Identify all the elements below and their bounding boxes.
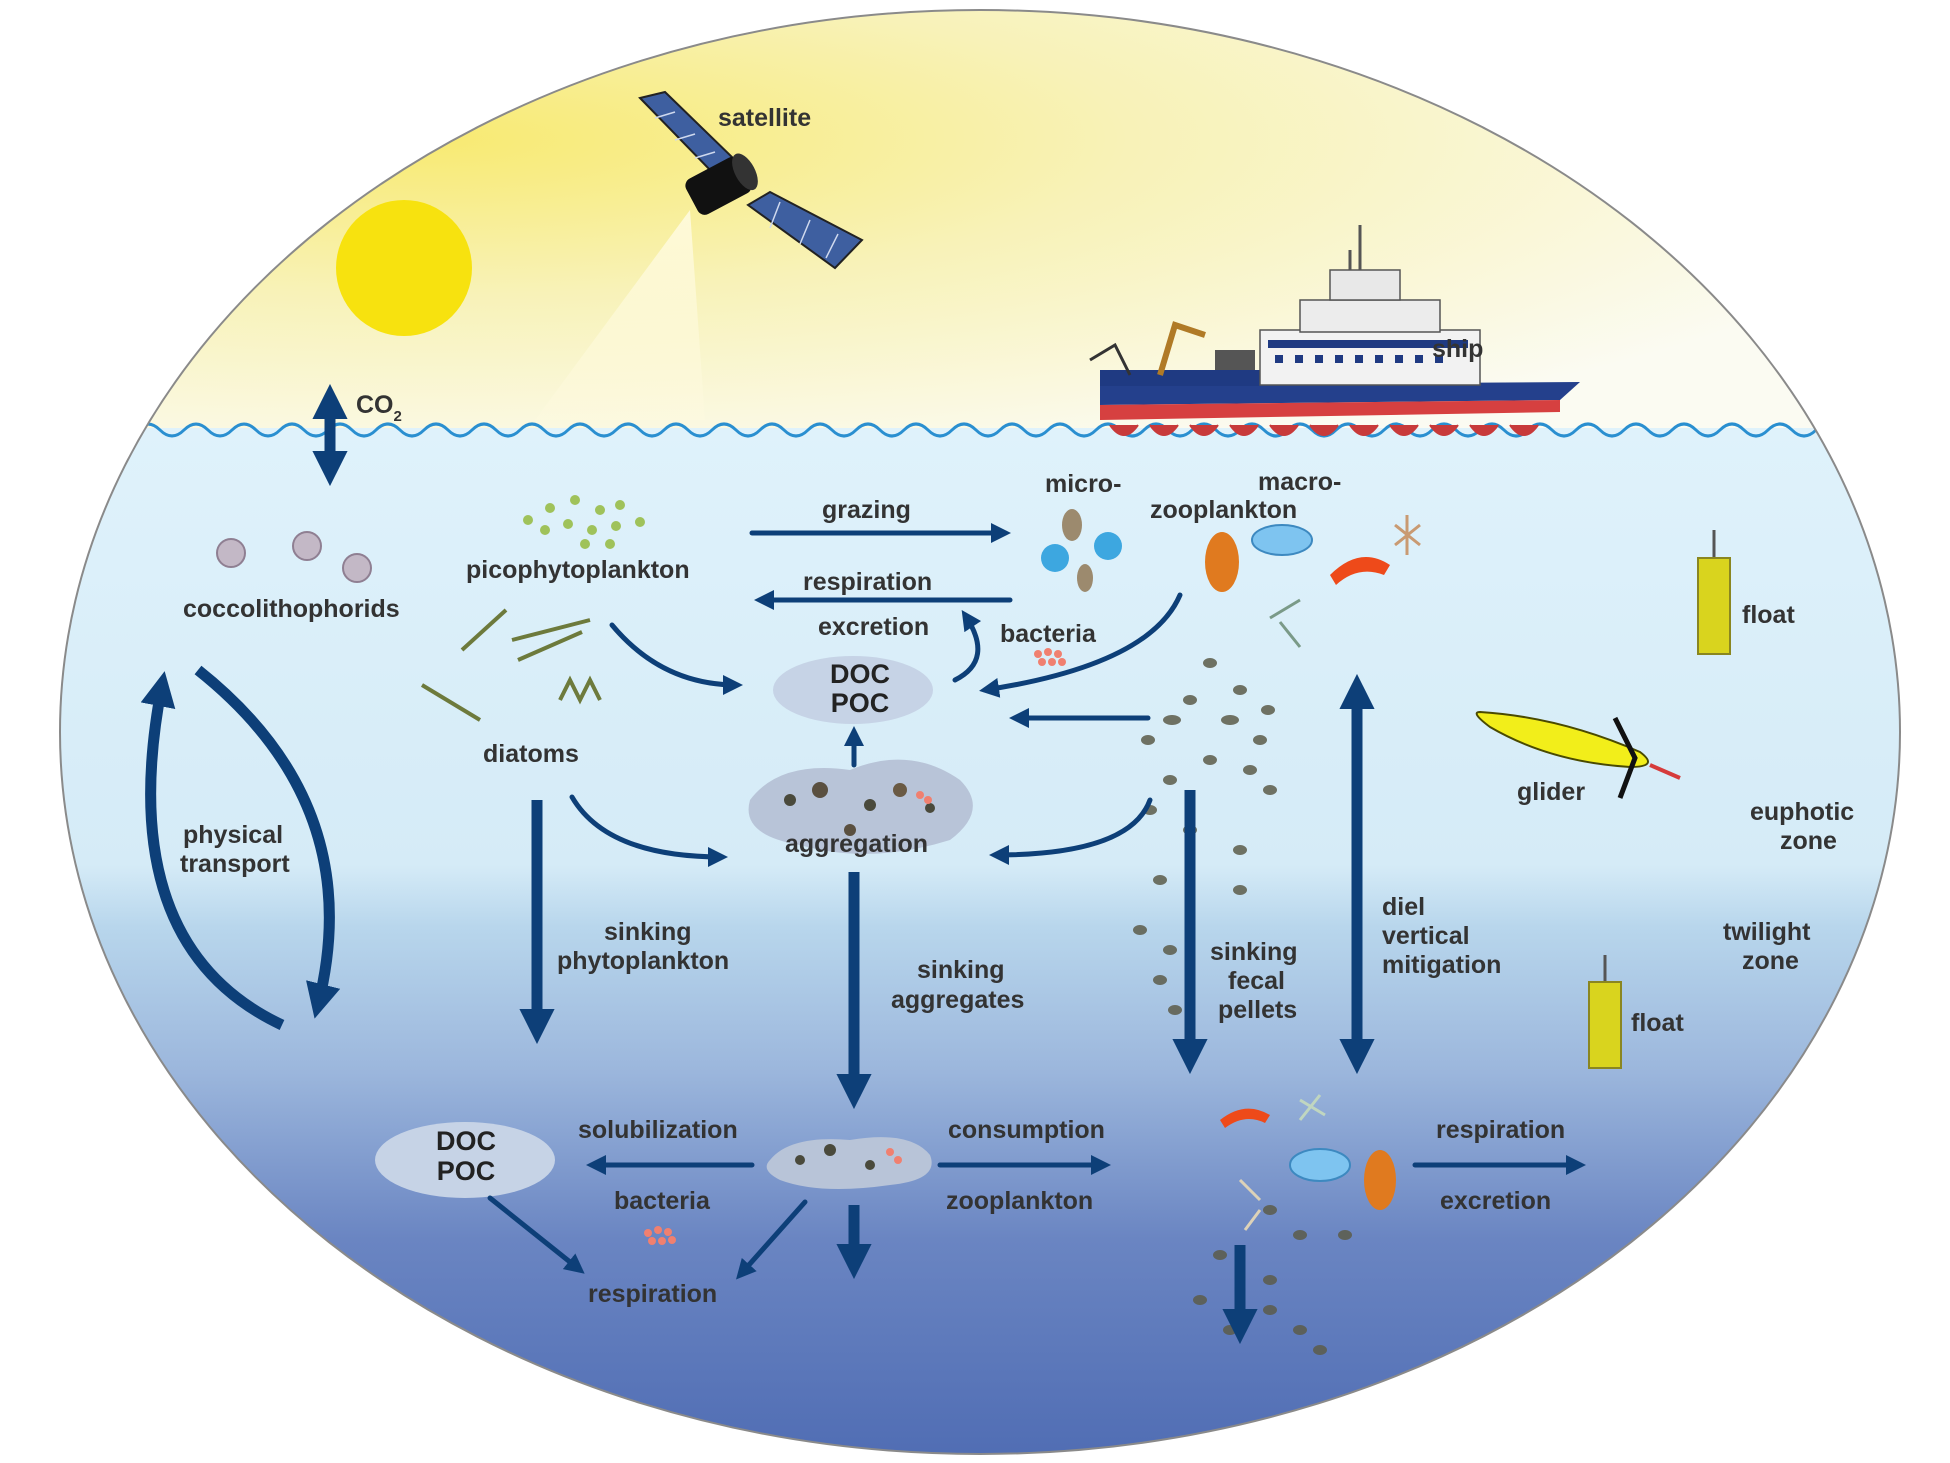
poc-top-label: POC — [831, 688, 890, 718]
float-top-label: float — [1742, 601, 1795, 629]
deep-zooplankton-icon — [1220, 1094, 1396, 1231]
consumption-label: consumption — [948, 1116, 1105, 1144]
float-bottom-icon — [1588, 955, 1622, 1069]
sea-surface-waves — [60, 422, 1890, 438]
satellite-icon — [638, 90, 864, 270]
float-top-icon — [1697, 530, 1731, 655]
glider-icon — [1475, 710, 1681, 799]
doc-bottom-label: DOC — [436, 1126, 496, 1156]
doc-poc-top-blob — [773, 656, 933, 724]
sinking-phytoplankton-label-1: sinking — [604, 918, 692, 946]
physical-transport-up-arrow — [140, 671, 285, 1030]
zoo-to-doc-arrow — [979, 592, 1183, 698]
diel-label-2: vertical — [1382, 922, 1470, 950]
diel-label-1: diel — [1382, 893, 1425, 921]
respiration-bottom-label: respiration — [588, 1280, 717, 1308]
excretion-top-label: excretion — [818, 613, 929, 641]
satellite-label: satellite — [718, 104, 811, 132]
bacteria-bottom-label: bacteria — [614, 1187, 711, 1215]
glider-label: glider — [1517, 778, 1585, 806]
picophytoplankton-icon — [523, 495, 645, 549]
fecal-pellets-icon — [1133, 658, 1352, 1355]
grazing-label: grazing — [822, 496, 911, 524]
macrozooplankton-icon — [1205, 515, 1421, 648]
coccolithophorids-icon — [216, 531, 372, 583]
sinking-fecal-label-3: pellets — [1218, 996, 1297, 1024]
sinking-fecal-label-1: sinking — [1210, 938, 1298, 966]
physical-transport-label-1: physical — [183, 821, 283, 849]
solubilization-label: solubilization — [578, 1116, 738, 1144]
coccolithophorids-label: coccolithophorids — [183, 595, 400, 623]
aggregation-icon — [748, 759, 973, 854]
sinking-fecal-label-2: fecal — [1228, 967, 1285, 995]
twilight-zone-label-2: zone — [1742, 947, 1799, 975]
co2-label: CO2 — [356, 391, 402, 425]
bacteria-bottom-icon — [644, 1226, 676, 1245]
doc-to-respiration-arrow — [487, 1195, 585, 1274]
aggregate-deep-icon — [766, 1137, 932, 1189]
pellets-to-agg-arrow — [989, 797, 1153, 865]
doc-top-label: DOC — [830, 659, 890, 689]
sinking-aggregates-label-2: aggregates — [891, 986, 1024, 1014]
diatoms-label: diatoms — [483, 740, 579, 768]
satellite-beam — [535, 210, 705, 420]
micro-label: micro- — [1045, 470, 1121, 498]
ship-icon — [1089, 225, 1580, 436]
excretion-right-label: excretion — [1440, 1187, 1551, 1215]
bacteria-top-label: bacteria — [1000, 620, 1097, 648]
agg-to-respiration-arrow — [736, 1199, 808, 1280]
diatoms-icon — [420, 608, 602, 722]
diatoms-to-agg-arrow — [569, 794, 728, 867]
respiration-top-label: respiration — [803, 568, 932, 596]
diel-label-3: mitigation — [1382, 951, 1501, 979]
ocean-region — [60, 428, 1900, 1454]
sky-region — [60, 10, 1900, 435]
doc-poc-bottom-blob — [375, 1122, 555, 1198]
physical-transport-label-2: transport — [180, 850, 290, 878]
respiration-right-label: respiration — [1436, 1116, 1565, 1144]
euphotic-zone-label-1: euphotic — [1750, 798, 1854, 826]
sun-icon — [336, 200, 472, 336]
zooplankton-top-label: zooplankton — [1150, 496, 1297, 524]
twilight-zone-label-1: twilight — [1723, 918, 1811, 946]
ship-label: ship — [1432, 335, 1483, 363]
euphotic-zone-label-2: zone — [1780, 827, 1837, 855]
physical-transport-down-arrow — [194, 665, 341, 1019]
aggregation-label: aggregation — [785, 830, 928, 858]
zooplankton-bottom-label: zooplankton — [946, 1187, 1093, 1215]
float-bottom-label: float — [1631, 1009, 1684, 1037]
microzooplankton-icon — [1041, 509, 1122, 592]
bacteria-top-icon — [1034, 648, 1066, 666]
pico-to-doc-arrow — [609, 622, 743, 695]
sinking-phytoplankton-label-2: phytoplankton — [557, 947, 729, 975]
sinking-aggregates-label-1: sinking — [917, 956, 1005, 984]
poc-bottom-label: POC — [437, 1156, 496, 1186]
picophytoplankton-label: picophytoplankton — [466, 556, 690, 584]
oval-border — [59, 9, 1901, 1455]
excretion-curve-arrow — [952, 610, 982, 683]
macro-label: macro- — [1258, 468, 1341, 496]
